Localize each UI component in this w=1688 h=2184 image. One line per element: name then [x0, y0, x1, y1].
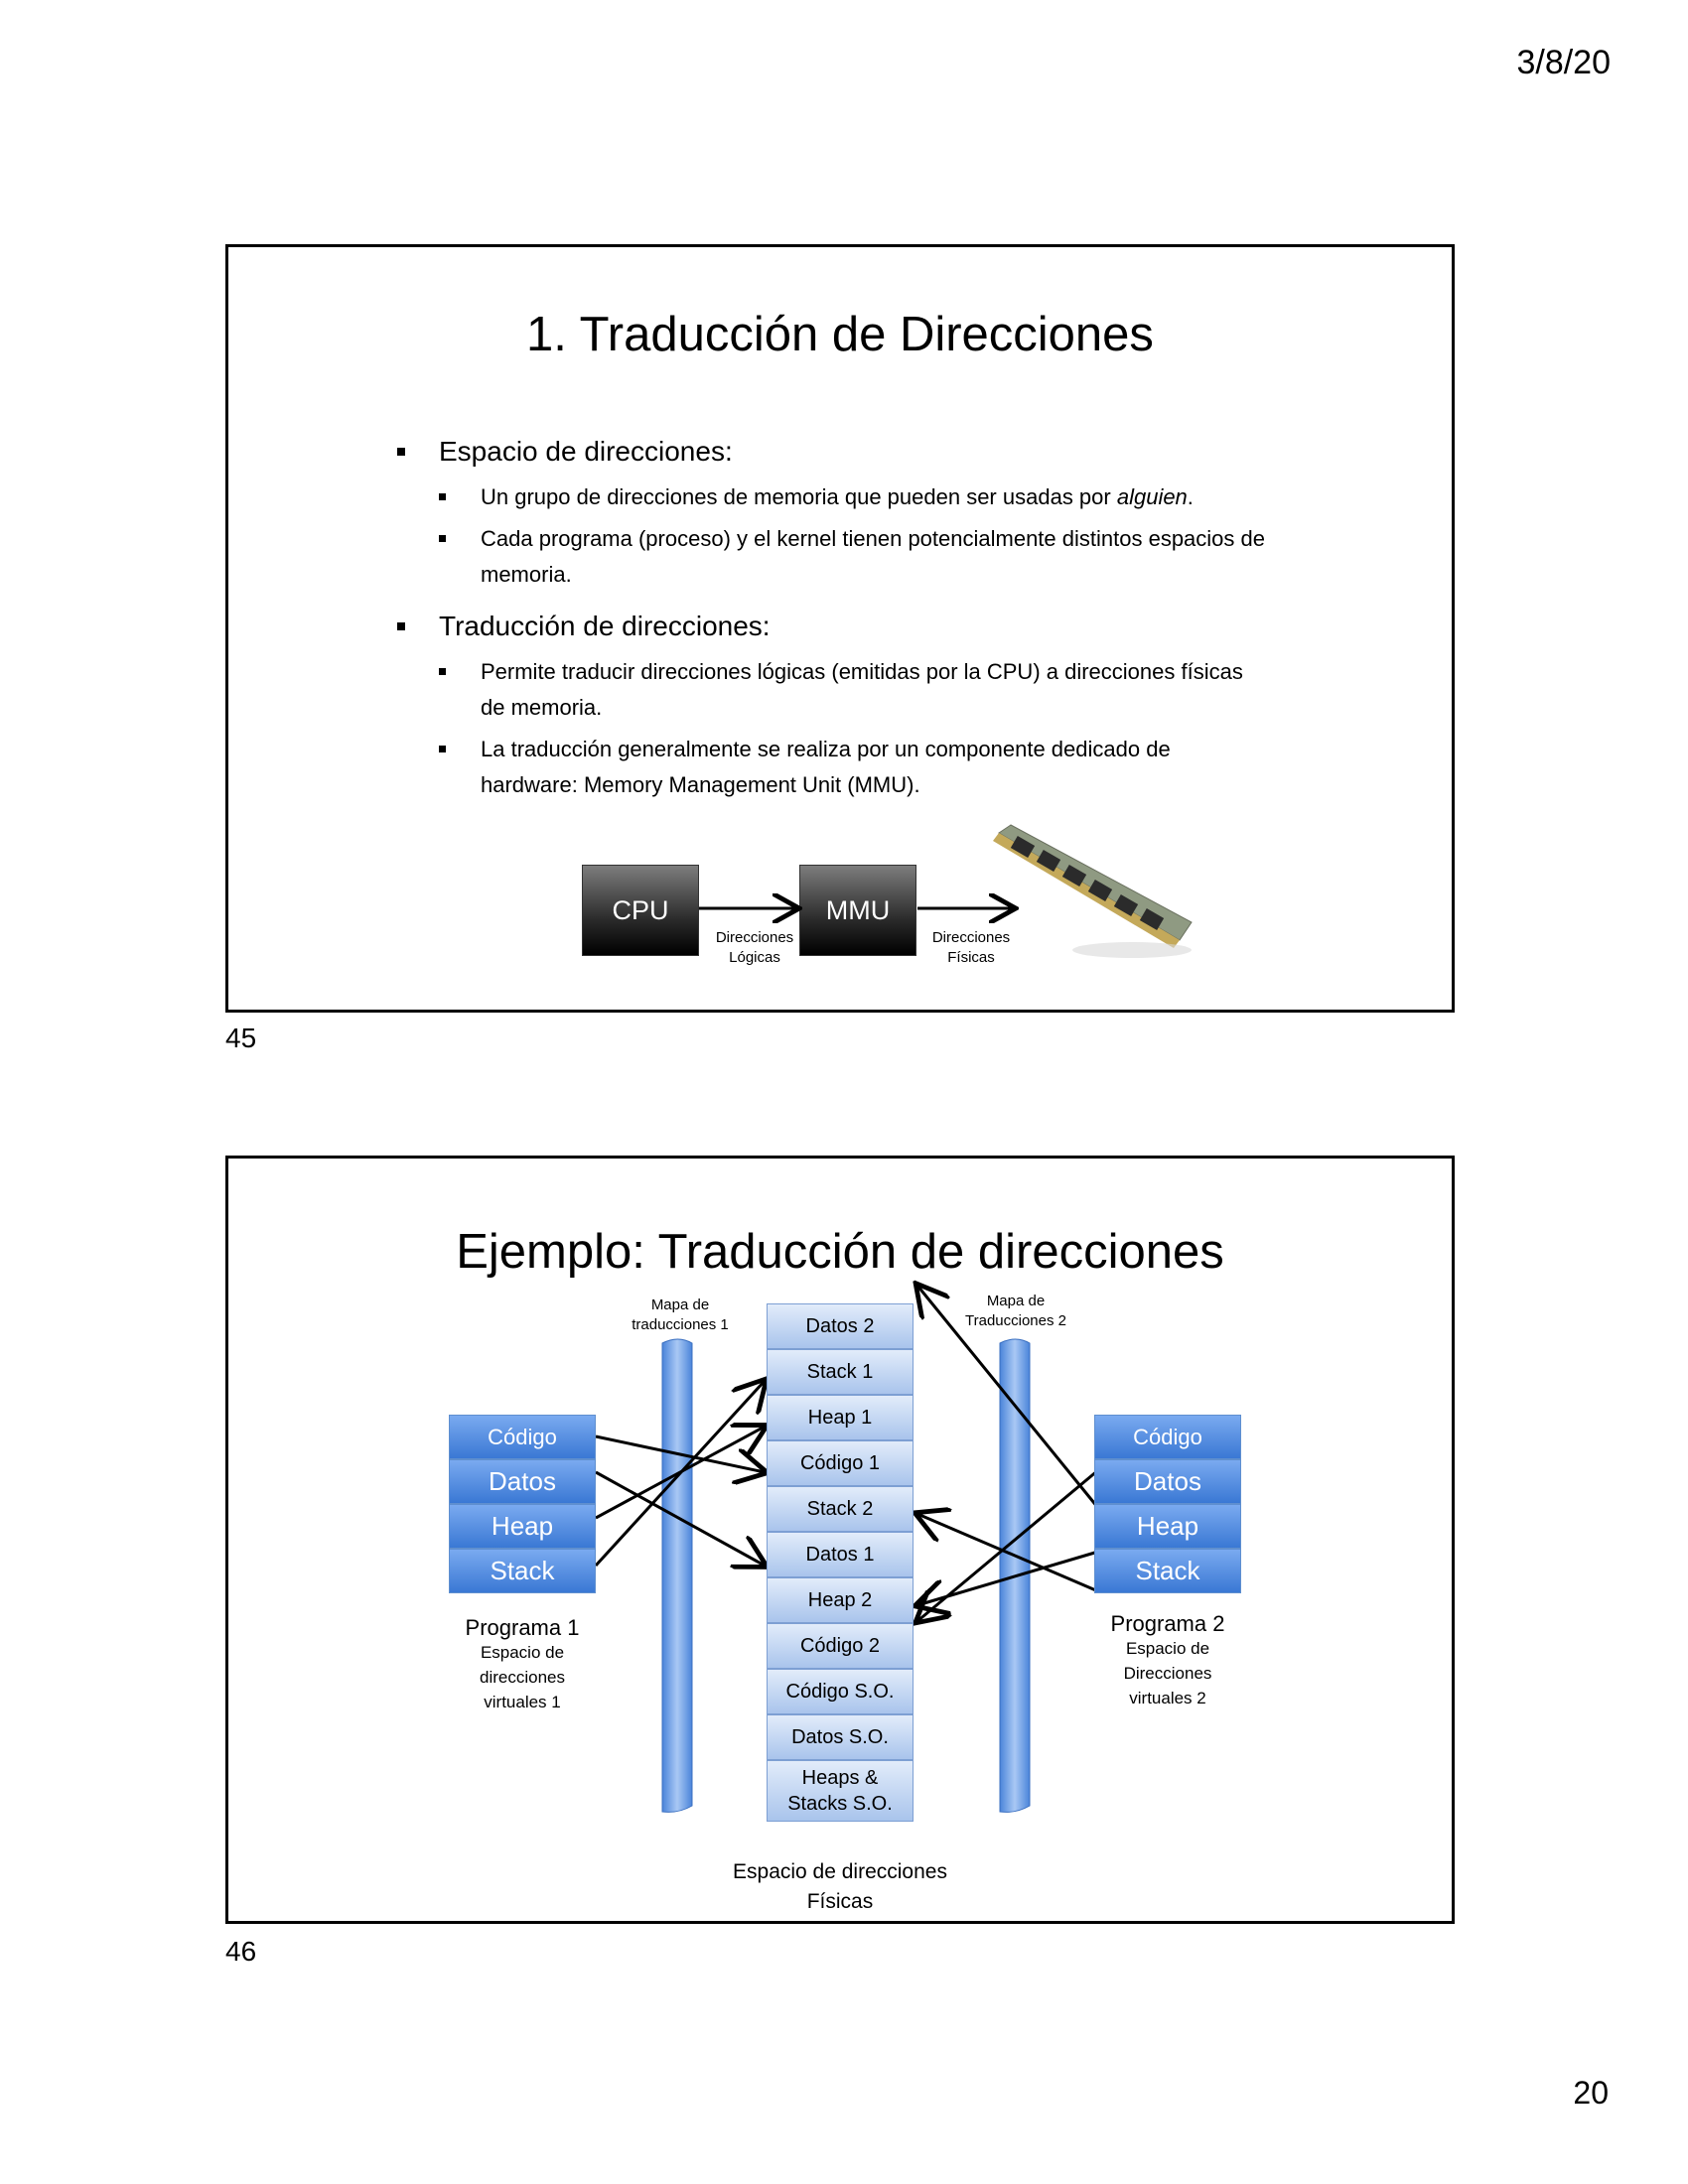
- sub-bullet-text-end: .: [1187, 484, 1194, 509]
- program-2-code: Código: [1094, 1415, 1241, 1459]
- ram-module-image: [993, 824, 1193, 958]
- slide-number: 45: [225, 1023, 257, 1053]
- caption-line: Direcciones: [715, 929, 794, 946]
- slide-title: Ejemplo: Traducción de direcciones: [456, 1225, 1224, 1279]
- sub-bullet-text: Permite traducir direcciones lógicas (em…: [481, 659, 1243, 720]
- program-1-caption: Programa 1 Espacio de direcciones virtua…: [423, 1615, 622, 1714]
- phys-stack-2: Stack 2: [767, 1486, 914, 1532]
- arrow-p2-stack: [917, 1514, 1099, 1593]
- sub-bullet-item: La traducción generalmente se realiza po…: [439, 732, 1271, 803]
- translation-arrows: [699, 247, 1452, 1010]
- physical-addresses-caption: Direcciones Físicas: [912, 928, 1031, 968]
- caption-line: Espacio de: [1125, 1639, 1210, 1658]
- arrow-p1-code: [595, 1434, 765, 1472]
- physical-caption: Espacio de direcciones Físicas: [721, 1857, 959, 1917]
- phys-codigo-1: Código 1: [767, 1440, 914, 1486]
- cpu-box: CPU: [582, 865, 699, 956]
- phys-heaps-line: Heaps &: [801, 1767, 879, 1789]
- caption-line: virtuales 1: [484, 1693, 561, 1711]
- caption-line: Espacio de: [480, 1643, 565, 1662]
- phys-datos-1: Datos 1: [767, 1532, 914, 1577]
- caption-line: Mapa de: [650, 1297, 710, 1313]
- bullet-text: Espacio de direcciones:: [439, 436, 733, 467]
- sub-bullet-text: Cada programa (proceso) y el kernel tien…: [481, 526, 1265, 587]
- caption-line: Direcciones: [1123, 1664, 1212, 1683]
- page-date: 3/8/20: [1516, 44, 1611, 81]
- caption-line: virtuales 2: [1129, 1689, 1206, 1707]
- bullet-item: Espacio de direcciones:: [397, 436, 1271, 468]
- program-1-stack: Stack: [449, 1549, 596, 1593]
- sub-bullet-text: Un grupo de direcciones de memoria que p…: [481, 484, 1117, 509]
- page-number: 20: [1573, 2075, 1609, 2111]
- caption-line: Espacio de direcciones: [733, 1860, 947, 1883]
- program-1-heap: Heap: [449, 1504, 596, 1549]
- phys-datos-so: Datos S.O.: [767, 1714, 914, 1760]
- caption-line: Direcciones: [931, 929, 1011, 946]
- slide-45: 1. Traducción de Direcciones Espacio de …: [225, 244, 1455, 1013]
- caption-line: Físicas: [806, 1890, 874, 1913]
- program-2-stack: Stack: [1094, 1549, 1241, 1593]
- caption-line: traducciones 1: [632, 1316, 729, 1333]
- phys-stacks-line: Stacks S.O.: [787, 1793, 893, 1815]
- phys-codigo-2: Código 2: [767, 1623, 914, 1669]
- map-1-label: Mapa de traducciones 1: [616, 1296, 745, 1335]
- phys-stack-1: Stack 1: [767, 1349, 914, 1395]
- sub-bullet-item: Un grupo de direcciones de memoria que p…: [439, 479, 1271, 515]
- caption-line: Físicas: [947, 949, 995, 966]
- slide-46: Ejemplo: Traducción de direcciones Mapa …: [225, 1156, 1455, 1924]
- emphasis-text: alguien: [1116, 484, 1188, 509]
- program-2-space: Código Datos Heap Stack: [1094, 1415, 1241, 1593]
- program-2-name: Programa 2: [1110, 1611, 1225, 1636]
- program-2-caption: Programa 2 Espacio de Direcciones virtua…: [1068, 1611, 1267, 1710]
- map-1-bar: [661, 1338, 693, 1813]
- sub-bullet-item: Cada programa (proceso) y el kernel tien…: [439, 521, 1271, 593]
- sub-bullet-text: La traducción generalmente se realiza po…: [481, 737, 1171, 797]
- slide-title: 1. Traducción de Direcciones: [526, 308, 1154, 361]
- program-1-space: Código Datos Heap Stack: [449, 1415, 596, 1593]
- caption-line: Mapa de: [986, 1293, 1046, 1309]
- program-1-code: Código: [449, 1415, 596, 1459]
- caption-line: direcciones: [480, 1668, 565, 1687]
- phys-heaps-stacks-so: Heaps & Stacks S.O.: [767, 1760, 914, 1822]
- arrow-p1-stack: [594, 1381, 765, 1568]
- logical-addresses-caption: Direcciones Lógicas: [695, 928, 814, 968]
- phys-codigo-so: Código S.O.: [767, 1669, 914, 1714]
- phys-heap-2: Heap 2: [767, 1577, 914, 1623]
- slide-number: 46: [225, 1936, 257, 1967]
- bullet-item: Traducción de direcciones:: [397, 611, 1271, 642]
- arrow-p2-data: [917, 1286, 1100, 1509]
- program-2-data: Datos: [1094, 1459, 1241, 1504]
- program-1-data: Datos: [449, 1459, 596, 1504]
- arrow-p2-heap: [917, 1550, 1099, 1605]
- phys-datos-2: Datos 2: [767, 1303, 914, 1349]
- translation-maps: [594, 1159, 1100, 1813]
- caption-line: Lógicas: [729, 949, 780, 966]
- arrow-p1-data: [595, 1470, 765, 1566]
- program-2-heap: Heap: [1094, 1504, 1241, 1549]
- physical-space: Datos 2 Stack 1 Heap 1 Código 1 Stack 2 …: [767, 1303, 914, 1822]
- phys-heap-1: Heap 1: [767, 1395, 914, 1440]
- caption-line: Traducciones 2: [965, 1312, 1066, 1329]
- program-1-name: Programa 1: [465, 1615, 580, 1640]
- sub-bullet-item: Permite traducir direcciones lógicas (em…: [439, 654, 1271, 726]
- bullet-text: Traducción de direcciones:: [439, 611, 771, 641]
- map-2-label: Mapa de Traducciones 2: [951, 1292, 1080, 1331]
- bullet-list: Espacio de direcciones: Un grupo de dire…: [397, 436, 1271, 809]
